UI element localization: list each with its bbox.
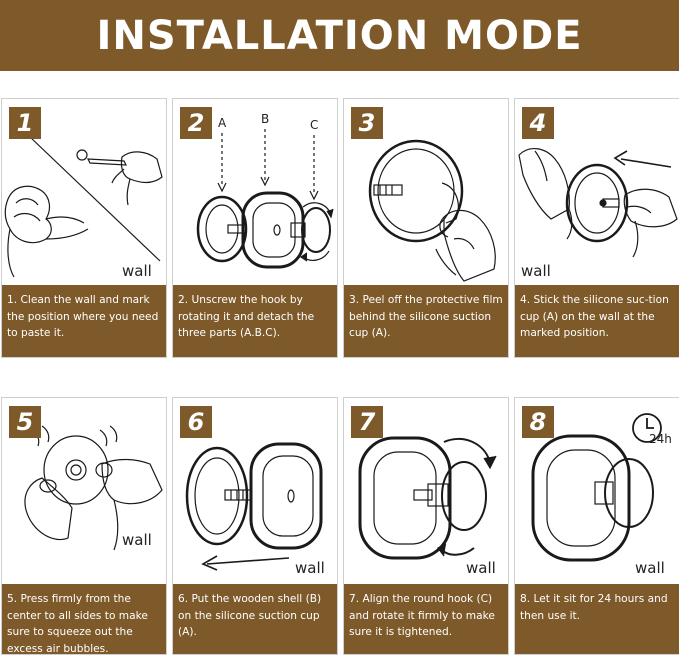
step-caption: 2. Unscrew the hook by rotating it and d…	[173, 285, 337, 357]
wall-label: wall	[521, 262, 551, 280]
step-caption: 5. Press firmly from the center to all s…	[2, 584, 166, 655]
wall-label: wall	[466, 559, 496, 577]
step-caption: 7. Align the round hook (C) and rotate i…	[344, 584, 508, 654]
step-caption: 4. Stick the silicone suc-tion cup (A) o…	[515, 285, 679, 357]
step-card-2: 2 A B C 2. Unscrew the hook by rotating …	[172, 98, 338, 358]
step-card-6: 6 wall 6. Put the wooden shell (B) on th…	[172, 397, 338, 655]
step-number-badge: 8	[522, 406, 554, 438]
step-illustration-5: 5 wall	[2, 398, 166, 583]
press-firmly-illustration	[24, 425, 163, 551]
step-number-badge: 2	[180, 107, 212, 139]
step-number-badge: 1	[9, 107, 41, 139]
part-label-b: B	[261, 112, 270, 126]
step-illustration-8: 8 24h wall	[515, 398, 679, 583]
wait-illustration	[531, 413, 662, 562]
step-number-badge: 4	[522, 107, 554, 139]
step-caption: 1. Clean the wall and mark the position …	[2, 285, 166, 357]
stick-cup-illustration	[518, 148, 678, 258]
wall-label: wall	[295, 559, 325, 577]
step-number-badge: 5	[9, 406, 41, 438]
step-illustration-4: 4 wall	[515, 99, 679, 284]
step-caption: 6. Put the wooden shell (B) on the silic…	[173, 584, 337, 654]
step-card-5: 5 wall 5. Press firmly from the center t…	[1, 397, 167, 655]
wall-label: wall	[122, 262, 152, 280]
step-card-8: 8 24h wall 8. Let it sit for 24 hours an…	[514, 397, 679, 655]
part-label-c: C	[310, 118, 319, 132]
step-card-4: 4 wall 4. Stick the silicone suc-tion cu…	[514, 98, 679, 358]
step-number-badge: 6	[180, 406, 212, 438]
step-caption: 8. Let it sit for 24 hours and then use …	[515, 584, 679, 654]
rotate-hook-illustration	[358, 436, 497, 560]
page-title: INSTALLATION MODE	[96, 12, 583, 59]
disassemble-illustration	[196, 129, 334, 269]
timer-label: 24h	[649, 432, 672, 446]
part-label-a: A	[218, 116, 227, 130]
step-illustration-1: 1 wall	[2, 99, 166, 284]
wall-label: wall	[122, 531, 152, 549]
wall-label: wall	[635, 559, 665, 577]
step-illustration-2: 2 A B C	[173, 99, 337, 284]
header-banner: INSTALLATION MODE	[0, 0, 679, 71]
attach-shell-illustration	[185, 442, 323, 571]
step-caption: 3. Peel off the protective film behind t…	[344, 285, 508, 357]
step-number-badge: 7	[351, 406, 383, 438]
step-illustration-3: 3	[344, 99, 508, 284]
step-card-3: 3 3. Peel off the protective film behind…	[343, 98, 509, 358]
peel-film-illustration	[368, 139, 496, 282]
clock-icon	[632, 413, 662, 443]
step-number-badge: 3	[351, 107, 383, 139]
step-illustration-6: 6 wall	[173, 398, 337, 583]
step-card-7: 7 wall 7. Align the round hook (C) and r…	[343, 397, 509, 655]
clean-wall-illustration	[4, 136, 163, 278]
step-card-1: 1 wall 1. Clean the wall and mark the po…	[1, 98, 167, 358]
step-illustration-7: 7 wall	[344, 398, 508, 583]
